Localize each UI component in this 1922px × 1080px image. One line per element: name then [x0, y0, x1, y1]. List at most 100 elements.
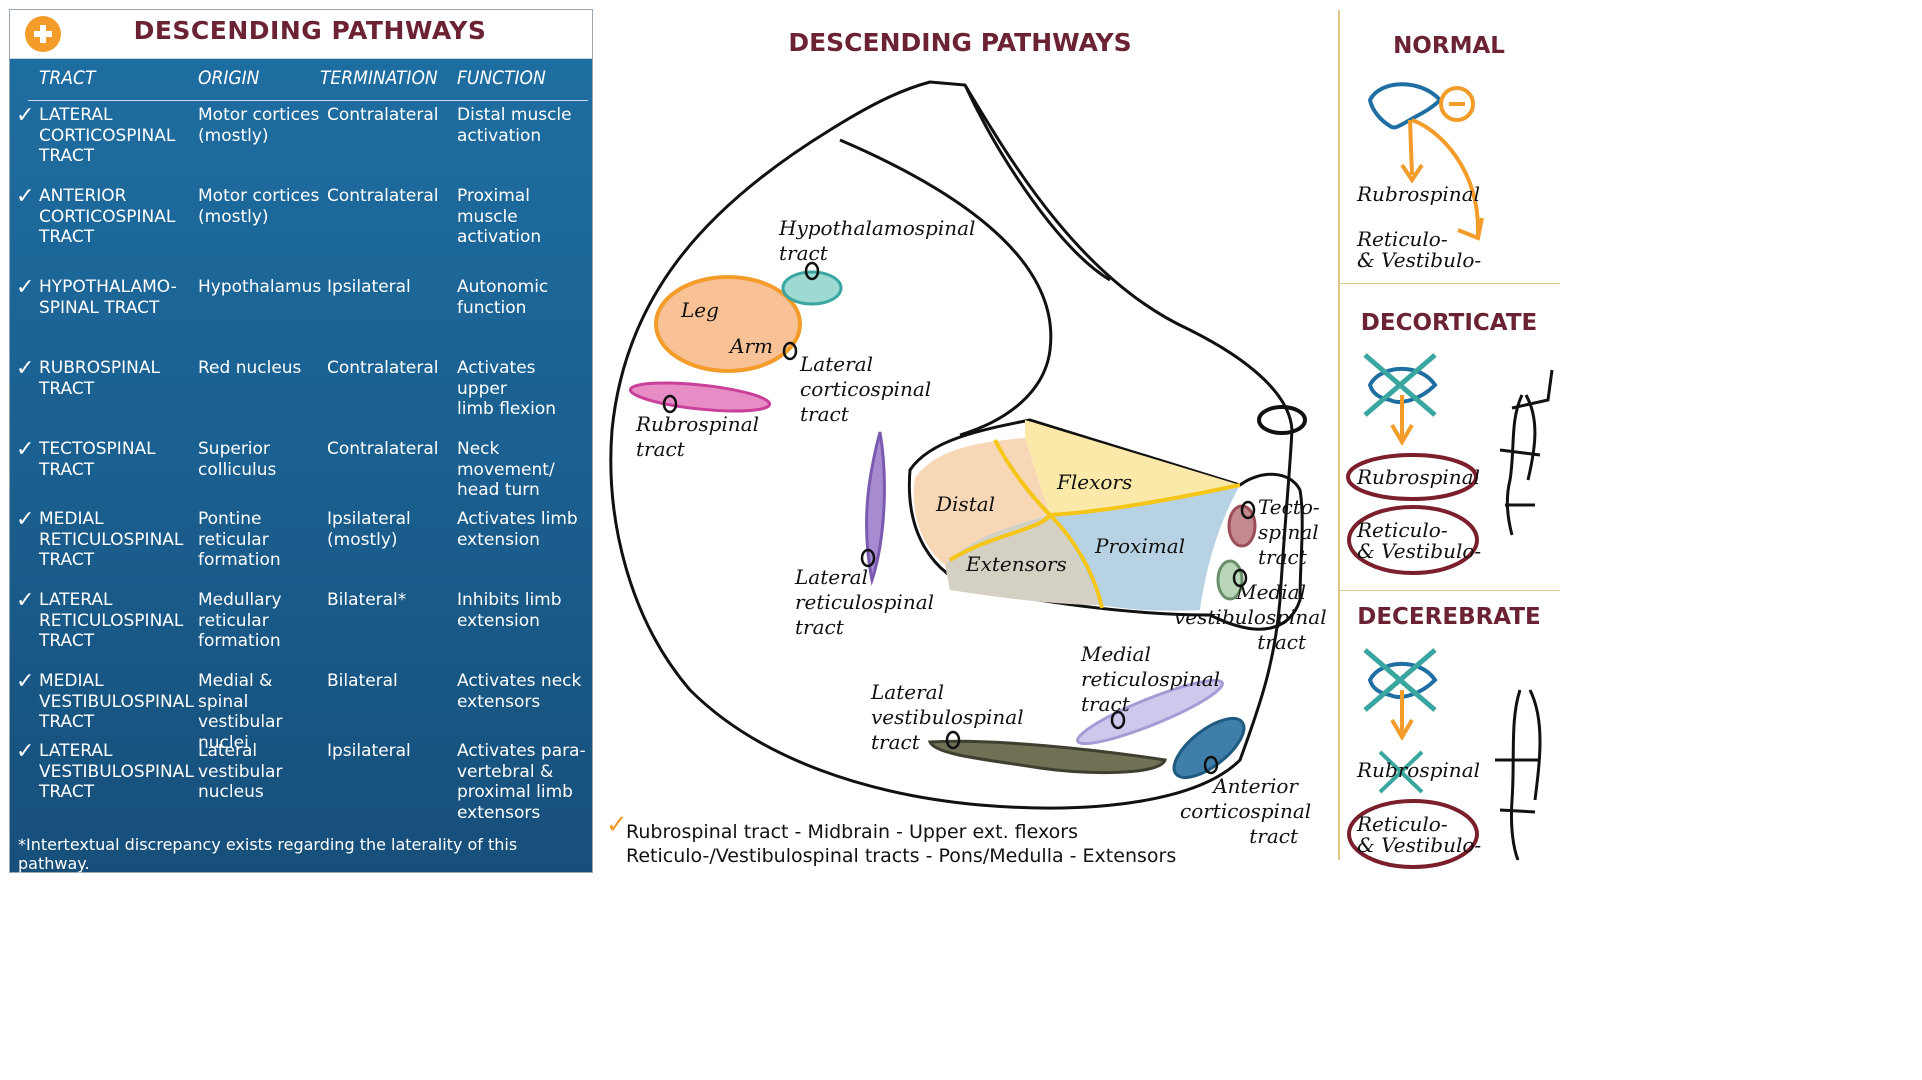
tract-name: LATERAL VESTIBULOSPINAL TRACT — [39, 741, 194, 802]
tract-origin: Superior colliculus — [198, 439, 277, 480]
decerebrate-arrow — [1390, 690, 1414, 741]
section-divider — [1340, 590, 1560, 591]
tract-function: Neck movement/ head turn — [457, 439, 555, 500]
tract-origin: Motor cortices (mostly) — [198, 105, 320, 146]
tract-name: ANTERIOR CORTICOSPINAL TRACT — [39, 186, 176, 247]
tract-function: Activates para- vertebral & proximal lim… — [457, 741, 586, 823]
tract-termination: Ipsilateral — [327, 741, 411, 761]
label-rubrospinal: Rubrospinal tract — [636, 412, 760, 461]
column-header-termination: TERMINATION — [320, 67, 438, 89]
tract-function: Activates limb extension — [457, 509, 578, 550]
normal-brain-shape — [1367, 82, 1443, 130]
hypothalamospinal-tract — [781, 270, 843, 306]
medial-reticulospinal-tract — [1076, 678, 1224, 746]
decerebrate-x-icon — [1363, 648, 1437, 712]
extensors-region — [945, 515, 1100, 605]
anterior-corticospinal-tract — [1172, 717, 1246, 779]
median-line — [963, 84, 1111, 282]
checkmark-icon: ✓ — [16, 437, 35, 462]
tract-function: Proximal muscle activation — [457, 186, 542, 247]
label-leg: Leg — [681, 298, 719, 322]
cord-outline — [609, 80, 1294, 810]
tract-function: Activates neck extensors — [457, 671, 582, 712]
tract-origin: Motor cortices (mostly) — [198, 186, 320, 227]
column-header-origin: ORIGIN — [198, 67, 260, 89]
table-header-bar: DESCENDING PATHWAYS — [10, 10, 592, 59]
yellow-divider — [948, 439, 1241, 609]
tract-function: Activates upper limb flexion — [457, 358, 557, 419]
checkmark-icon: ✓ — [16, 507, 35, 532]
label-medial-reticulospinal: Medial reticulospinal tract — [1081, 642, 1221, 716]
tract-name: MEDIAL VESTIBULOSPINAL TRACT — [39, 671, 194, 732]
normal-arrow-rubrospinal — [1400, 119, 1424, 184]
checkmark-icon: ✓ — [16, 669, 35, 694]
tract-termination: Bilateral — [327, 671, 398, 691]
checkmark-icon: ✓ — [16, 275, 35, 300]
label-medial-vestibulospinal: Medial vestibulospinal tract — [1174, 580, 1327, 654]
checkmark-icon: ✓ — [16, 184, 35, 209]
decorticate-x-icon — [1363, 353, 1437, 417]
tract-origin: Medullary reticular formation — [198, 590, 282, 651]
diagram-legend: Rubrospinal tract - Midbrain - Upper ext… — [626, 820, 1176, 868]
decorticate-reticulo-label: Reticulo- & Vestibulo- — [1357, 518, 1482, 563]
tract-name: MEDIAL RETICULOSPINAL TRACT — [39, 509, 184, 570]
decorticate-rubrospinal-ring — [1346, 453, 1478, 501]
header-divider — [28, 100, 588, 101]
proximal-region — [1050, 485, 1240, 611]
diagram-title: DESCENDING PATHWAYS — [788, 28, 1132, 57]
tract-function: Inhibits limb extension — [457, 590, 562, 631]
label-distal: Distal — [936, 492, 996, 516]
lateral-vestibulospinal-tract — [927, 739, 1167, 775]
label-extensors: Extensors — [966, 552, 1067, 576]
inner-fissure — [839, 138, 1053, 437]
decorticate-posture-figure — [1499, 369, 1554, 536]
flexors-region — [1025, 420, 1240, 515]
lateral-corticospinal-tract — [654, 275, 802, 373]
decerebrate-title: DECEREBRATE — [1357, 604, 1541, 630]
descending-pathways-table: DESCENDING PATHWAYS TRACT ORIGIN TERMINA… — [10, 10, 592, 873]
decorticate-reticulo-ring — [1347, 505, 1479, 575]
label-proximal: Proximal — [1095, 534, 1186, 558]
section-divider — [1340, 283, 1560, 284]
tract-origin: Lateral vestibular nucleus — [198, 741, 283, 802]
tract-termination: Ipsilateral (mostly) — [327, 509, 411, 550]
footnote: *Intertextual discrepancy exists regardi… — [18, 835, 518, 873]
normal-arrow-reticulo — [1411, 118, 1484, 241]
normal-title: NORMAL — [1393, 33, 1505, 59]
tract-name: LATERAL CORTICOSPINAL TRACT — [39, 105, 176, 166]
checkmark-icon: ✓ — [16, 103, 35, 128]
distal-region — [913, 438, 1050, 565]
legend-line-rubrospinal: Rubrospinal tract - Midbrain - Upper ext… — [626, 821, 1078, 843]
tract-name: TECTOSPINAL TRACT — [39, 439, 156, 480]
tract-origin: Hypothalamus — [198, 277, 322, 297]
tract-name: RUBROSPINAL TRACT — [39, 358, 160, 399]
column-header-function: FUNCTION — [457, 67, 546, 89]
tract-origin: Red nucleus — [198, 358, 302, 378]
tract-termination: Contralateral — [327, 358, 439, 378]
tract-name: LATERAL RETICULOSPINAL TRACT — [39, 590, 184, 651]
tract-origin: Pontine reticular formation — [198, 509, 281, 570]
label-flexors: Flexors — [1057, 470, 1133, 494]
tract-function: Distal muscle activation — [457, 105, 572, 146]
label-hypothalamospinal: Hypothalamospinal tract — [779, 216, 976, 265]
decorticate-rubrospinal-label: Rubrospinal — [1357, 465, 1481, 489]
tract-termination: Bilateral* — [327, 590, 407, 610]
tract-termination: Contralateral — [327, 186, 439, 206]
lateral-reticulospinal-tract — [865, 431, 886, 586]
normal-rubrospinal-label: Rubrospinal — [1357, 182, 1481, 206]
legend-checkmark-icon: ✓ — [606, 810, 628, 840]
normal-inhibit-circle — [1439, 86, 1475, 122]
plus-icon — [25, 16, 61, 52]
tract-termination: Contralateral — [327, 105, 439, 125]
spinal-cord-diagram — [609, 80, 1554, 869]
rubrospinal-strike-icon — [1378, 750, 1424, 794]
decerebrate-reticulo-label: Reticulo- & Vestibulo- — [1357, 812, 1482, 857]
label-arm: Arm — [730, 334, 773, 358]
pointer-circles — [662, 261, 1256, 775]
tract-termination: Contralateral — [327, 439, 439, 459]
column-header-tract: TRACT — [39, 67, 96, 89]
label-lateral-reticulospinal: Lateral reticulospinal tract — [795, 565, 935, 639]
label-lateral-corticospinal: Lateral corticospinal tract — [800, 352, 932, 426]
label-anterior-corticospinal: Anterior corticospinal tract — [1180, 774, 1312, 848]
decerebrate-posture-figure — [1495, 689, 1542, 861]
